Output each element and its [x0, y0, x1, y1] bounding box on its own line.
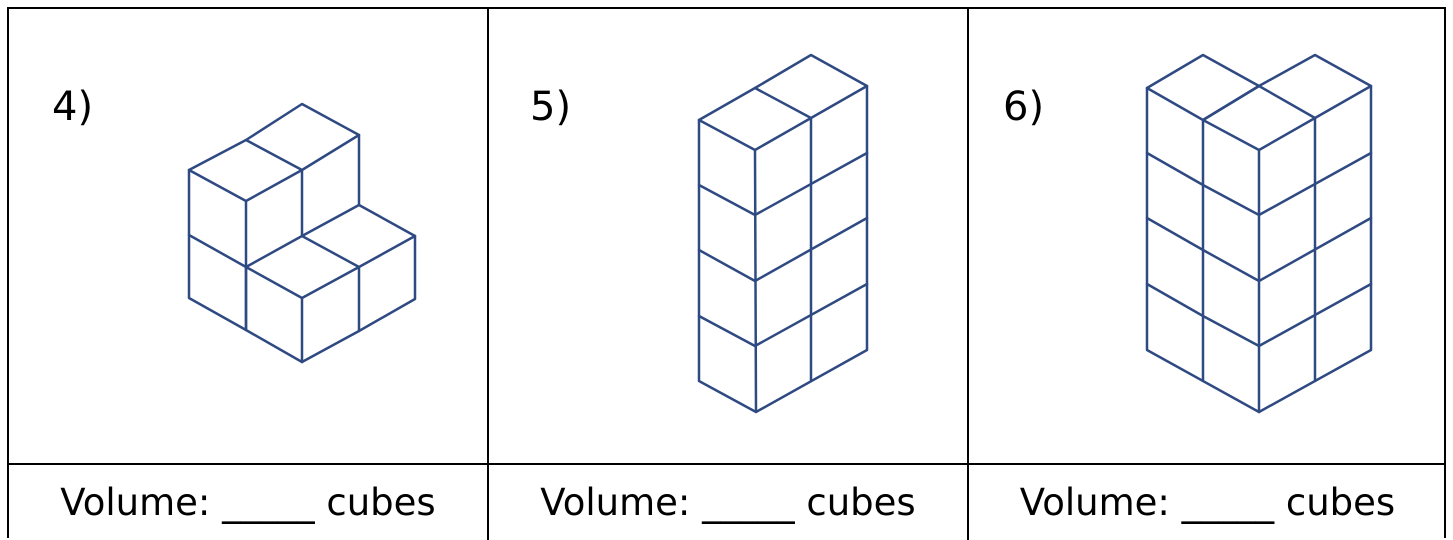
- column-divider: [967, 9, 969, 540]
- volume-answer-label: Volume: _____ cubes: [540, 481, 916, 524]
- cube-figure-4-lines: [187, 102, 417, 364]
- problem-number: 4): [52, 84, 94, 130]
- cube-figure-5-lines: [697, 53, 869, 414]
- cube-figure-6-lines: [1145, 53, 1373, 414]
- problem-number: 6): [1003, 84, 1045, 130]
- volume-answer-label: Volume: _____ cubes: [60, 481, 436, 524]
- row-divider: [9, 463, 1444, 465]
- worksheet-table: 4) 5) 6) Volume: _____ cubes Volume: ___…: [7, 7, 1446, 540]
- volume-answer-label: Volume: _____ cubes: [1019, 481, 1396, 524]
- problem-number: 5): [530, 84, 572, 130]
- column-divider: [487, 9, 489, 540]
